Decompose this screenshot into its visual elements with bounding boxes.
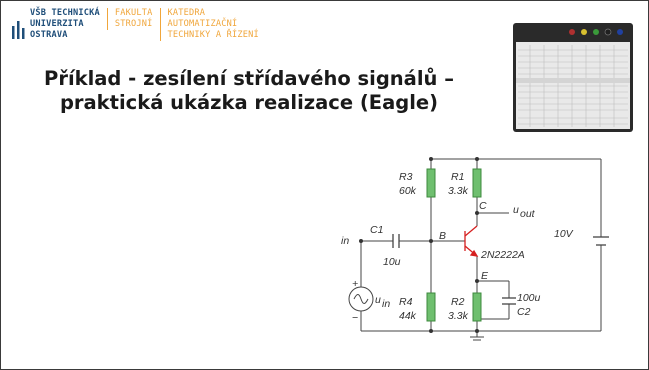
node-b-label: B bbox=[439, 230, 446, 242]
r1-value: 3.3k bbox=[448, 185, 469, 197]
r4-label: R4 bbox=[399, 296, 413, 308]
department-line-2: AUTOMATIZAČNÍ bbox=[167, 19, 238, 29]
breadboard-terminals bbox=[569, 28, 623, 36]
r1-label: R1 bbox=[451, 171, 464, 183]
school-line-1: VŠB TECHNICKÁ bbox=[30, 8, 100, 18]
slide-title: Příklad - zesílení střídavého signálů – … bbox=[39, 67, 459, 115]
u-out-label: u bbox=[513, 204, 519, 216]
r2-value: 3.3k bbox=[448, 310, 469, 322]
c1-label: C1 bbox=[370, 224, 383, 236]
faculty-name: FAKULTA STROJNÍ bbox=[106, 8, 160, 30]
node-in-label: in bbox=[341, 235, 349, 247]
transistor-2n2222a bbox=[464, 225, 479, 257]
title-line-2: praktická ukázka realizace (Eagle) bbox=[59, 91, 439, 114]
department-line-3: TECHNIKY A ŘÍZENÍ bbox=[167, 30, 259, 40]
u-out-subscript: out bbox=[520, 208, 536, 220]
school-line-2: UNIVERZITA bbox=[30, 19, 84, 29]
transistor-label: 2N2222A bbox=[480, 249, 525, 261]
ac-plus-label: + bbox=[352, 278, 358, 290]
amplifier-schematic: R3 60k R1 3.3k C u out in C1 10u B 2N222… bbox=[341, 157, 609, 341]
title-line-1: Příklad - zesílení střídavého signálů – bbox=[44, 67, 454, 90]
breadboard-photo bbox=[510, 20, 636, 135]
c1-capacitor bbox=[392, 234, 400, 248]
node-e-label: E bbox=[481, 270, 489, 282]
node-c-label: C bbox=[479, 200, 487, 212]
r3-label: R3 bbox=[399, 171, 413, 183]
r3-resistor bbox=[426, 168, 436, 198]
u-in-subscript: in bbox=[382, 298, 390, 310]
supply-label: 10V bbox=[554, 228, 574, 240]
u-in-label: u bbox=[375, 294, 381, 306]
university-logo: VŠB TECHNICKÁ UNIVERZITA OSTRAVA FAKULTA… bbox=[11, 8, 266, 52]
c1-value: 10u bbox=[383, 256, 401, 268]
faculty-line-2: STROJNÍ bbox=[114, 19, 153, 29]
c2-value: 100u bbox=[517, 292, 541, 304]
ac-source bbox=[348, 286, 374, 312]
r4-value: 44k bbox=[399, 310, 417, 322]
vsb-logo-icon bbox=[12, 21, 25, 39]
c2-label: C2 bbox=[517, 306, 531, 318]
r2-label: R2 bbox=[451, 296, 465, 308]
r2-resistor bbox=[472, 292, 482, 322]
battery-source bbox=[593, 236, 609, 246]
department-name: KATEDRA AUTOMATIZAČNÍ TECHNIKY A ŘÍZENÍ bbox=[159, 8, 266, 41]
r1-resistor bbox=[472, 168, 482, 198]
department-line-1: KATEDRA bbox=[167, 8, 206, 18]
ac-minus-label: − bbox=[352, 312, 358, 324]
school-name: VŠB TECHNICKÁ UNIVERZITA OSTRAVA bbox=[30, 8, 107, 41]
r3-value: 60k bbox=[399, 185, 417, 197]
c2-capacitor bbox=[502, 297, 516, 305]
school-line-3: OSTRAVA bbox=[30, 30, 68, 40]
faculty-line-1: FAKULTA bbox=[114, 8, 153, 18]
r4-resistor bbox=[426, 292, 436, 322]
